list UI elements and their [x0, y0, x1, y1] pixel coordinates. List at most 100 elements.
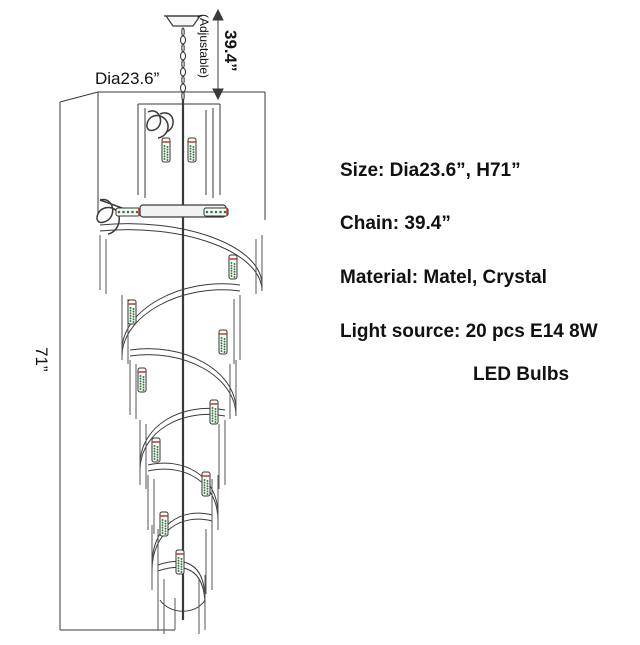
bulb-led-dot: [156, 451, 159, 454]
chain-link: [179, 51, 187, 61]
spiral-band-inner: [121, 289, 241, 357]
chain-link: [181, 91, 185, 101]
spiral-band-inner: [99, 229, 263, 292]
bulb-led-dot: [223, 343, 226, 346]
led-bulb: [187, 137, 197, 163]
bulb-led-dot: [206, 485, 209, 488]
bulb-led-dot: [223, 210, 227, 214]
bulb-led-dot: [192, 153, 195, 156]
bulb-led-dot: [156, 446, 159, 448]
bulb-led-dot: [129, 309, 132, 312]
bulb-led-dot: [164, 530, 167, 533]
spec-material: Material: Matel, Crystal: [340, 267, 547, 288]
bulb-led-dot: [211, 412, 214, 415]
bulb-led-dot: [206, 480, 209, 482]
bulb-led-dot: [153, 452, 156, 455]
knot-2: [159, 112, 174, 133]
bulb-led-dot: [206, 493, 209, 495]
bulb-led-dot: [161, 519, 164, 521]
led-bulb: [115, 207, 141, 217]
spiral-band: [99, 223, 263, 286]
knot-1: [146, 110, 169, 139]
led-bulb: [201, 471, 211, 497]
bulb-led-dot: [129, 314, 132, 317]
bulb-led-dot: [223, 340, 226, 343]
spec-chain: Chain: 39.4”: [340, 213, 451, 234]
bulb-led-dot: [192, 156, 195, 159]
bulb-led-dot: [164, 527, 167, 530]
bulb-led-dot: [153, 445, 156, 447]
bulb-led-dot: [192, 151, 195, 154]
bulb-led-dot: [142, 383, 145, 386]
bulb-led-dot: [230, 262, 233, 264]
bulb-led-dot: [139, 385, 142, 388]
bulb-led-dot: [223, 345, 226, 348]
chain-length-label: 39.4”: [221, 30, 240, 72]
bulb-led-dot: [203, 481, 206, 484]
bulb-led-dot: [220, 347, 223, 350]
chain-arrow-bottom: [212, 88, 224, 101]
chain-link: [179, 83, 187, 93]
bulb-led-dot: [132, 321, 135, 323]
bulb-led-dot: [126, 210, 130, 214]
bulb-led-dot: [214, 421, 217, 423]
bulb-led-dot: [163, 158, 166, 160]
bulb-led-dot: [177, 559, 180, 562]
led-bulb: [161, 137, 171, 163]
bulb-led-dot: [177, 570, 180, 572]
dimension-lines: [59, 8, 266, 631]
bulb-led-dot: [166, 146, 169, 148]
crown-knot-ornament: [146, 110, 174, 139]
bulb-led-dot: [164, 525, 167, 528]
bulb-led-dot: [220, 339, 223, 342]
bulb-led-dot: [211, 420, 214, 422]
bulb-led-dot: [139, 382, 142, 385]
hanging-crystals: [99, 235, 263, 634]
bulb-led-dot: [142, 386, 145, 389]
bulb-led-dot: [161, 529, 164, 532]
bulb-led-dot: [142, 376, 145, 378]
bulb-led-dot: [161, 532, 164, 534]
bulb-led-dot: [210, 210, 213, 214]
bulb-led-dot: [163, 145, 166, 147]
bulb-led-dot: [129, 312, 132, 315]
bulb-led-dot: [203, 489, 206, 492]
bulb-led-dot: [166, 159, 169, 161]
bulb-led-dot: [203, 486, 206, 489]
bulb-led-dot: [189, 145, 192, 147]
bulb-led-dot: [163, 155, 166, 158]
bulb-led-dot: [180, 560, 183, 563]
chain-link: [179, 35, 187, 45]
bulb-led-dot: [153, 447, 156, 450]
bulb-led-dot: [153, 458, 156, 460]
led-bulb: [228, 254, 238, 280]
bulb-led-dot: [166, 153, 169, 156]
height-label: 71”: [32, 347, 51, 372]
bulb-led-dot: [220, 344, 223, 347]
spec-bulb-type: LED Bulbs: [473, 364, 570, 385]
chain-link: [181, 75, 185, 85]
bulb-led-dot: [211, 407, 214, 409]
bulb-led-dot: [156, 448, 159, 451]
bulb-led-dot: [131, 210, 134, 214]
led-bulb: [151, 437, 161, 463]
bulb-led-dot: [122, 210, 125, 214]
bulb-led-dot: [205, 210, 209, 214]
bulb-led-dot: [164, 520, 167, 522]
bulb-led-dot: [164, 533, 167, 535]
bulb-led-dot: [153, 450, 156, 453]
bulb-led-dot: [132, 315, 135, 318]
bulb-led-dot: [230, 264, 233, 267]
chain-arrow-top: [212, 8, 224, 21]
side-knot-1: [96, 198, 120, 235]
bulb-led-dot: [214, 210, 218, 214]
bulb-led-dot: [189, 147, 192, 150]
bulb-led-dot: [129, 307, 132, 309]
chain-link: [181, 27, 185, 37]
bulb-led-dot: [164, 522, 167, 525]
bulb-led-dot: [233, 265, 236, 268]
spiral-band: [151, 512, 213, 566]
bulb-led-dot: [161, 526, 164, 529]
diameter-label: Dia23.6”: [95, 69, 160, 88]
